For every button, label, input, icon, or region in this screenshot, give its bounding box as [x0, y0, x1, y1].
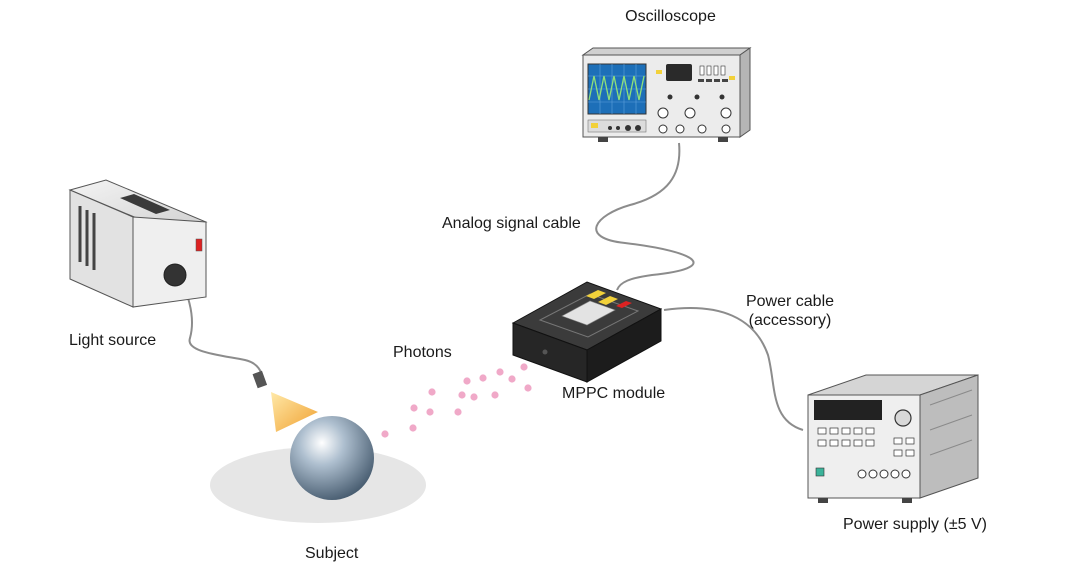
fiber-tip — [252, 370, 268, 389]
label-mppc-module: MPPC module — [562, 385, 666, 402]
label-power-supply: Power supply (±5 V) — [843, 516, 987, 533]
label-light-source: Light source — [69, 332, 157, 349]
oscilloscope-device — [581, 47, 752, 142]
light-cone — [271, 392, 318, 432]
label-analog-signal-cable: Analog signal cable — [442, 215, 581, 232]
light-source-device — [68, 179, 208, 308]
label-oscilloscope: Oscilloscope — [625, 8, 716, 25]
power-cable — [663, 306, 804, 431]
power-supply-device — [807, 374, 979, 503]
photon-dots — [381, 363, 532, 438]
mppc-module-device — [511, 281, 663, 383]
analog-signal-cable — [595, 142, 695, 291]
oscilloscope-trace — [588, 75, 645, 101]
label-power-cable: Power cable (accessory) — [730, 292, 850, 330]
label-subject: Subject — [305, 545, 359, 562]
light-source-port — [163, 263, 187, 287]
label-photons: Photons — [393, 344, 452, 361]
label-power-cable-line1: Power cable — [745, 293, 835, 310]
fiber-cable — [181, 281, 263, 379]
subject-sphere — [290, 416, 374, 500]
label-power-cable-line2: (accessory) — [748, 312, 832, 330]
